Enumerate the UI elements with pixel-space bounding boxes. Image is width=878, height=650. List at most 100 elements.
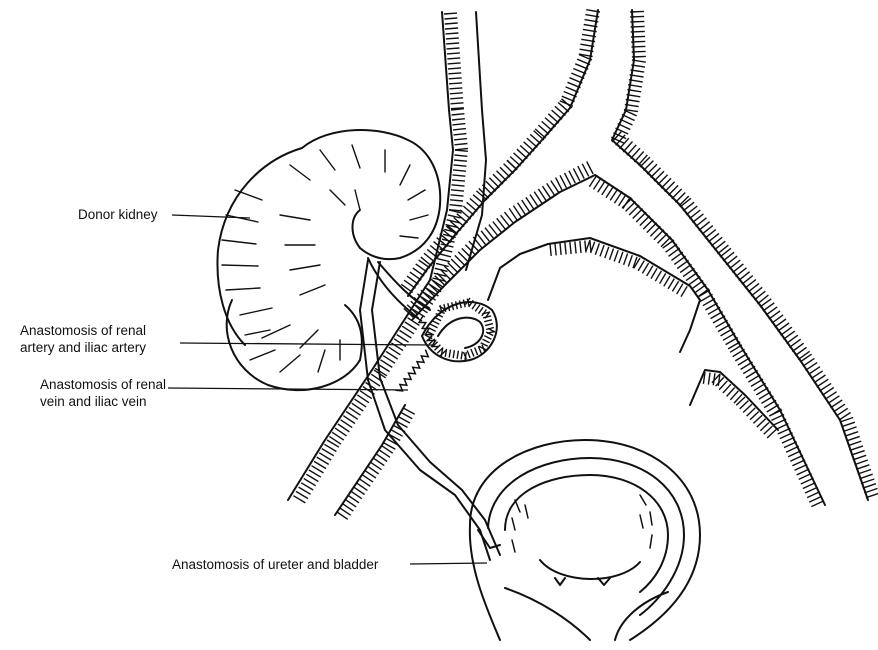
hatch-aorta-left: [448, 209, 462, 214]
hatch-artery-loop: [466, 350, 471, 359]
hatch-left-iliac: [356, 394, 370, 404]
hatch-right-trunk-right: [827, 395, 840, 405]
hatch-left-iliac: [342, 415, 356, 425]
hatch-right-trunk-right: [852, 454, 867, 461]
hatch-artery-loop: [460, 351, 463, 360]
hatch-artery-loop: [431, 320, 440, 325]
hatch-aorta-left: [449, 92, 463, 95]
kidney-outer-left: [216, 147, 303, 346]
ureter-outer: [359, 259, 491, 561]
hatch-aorta-left: [450, 107, 464, 110]
hatch-bifurcation-left: [410, 300, 422, 312]
hatch-aorta-left: [452, 122, 466, 126]
hatch-internal-iliac: [604, 246, 610, 259]
hatch-left-iliac-lower: [356, 482, 368, 491]
hatch-artery-loop: [424, 334, 433, 340]
hatch-bifurcation-left: [541, 185, 551, 199]
internal-iliac-branch-outer: [547, 237, 701, 353]
hatch-bifurcation-right: [800, 477, 814, 485]
hatch-right-trunk-right: [777, 322, 790, 332]
hatch-artery-loop: [483, 334, 492, 340]
hatch-right-trunk-right: [701, 225, 714, 235]
renal-artery-upper-wall: [367, 257, 419, 319]
hatch-left-iliac-lower: [376, 453, 388, 463]
hatch-right-trunk-right: [855, 464, 870, 470]
hatch-left-iliac: [385, 350, 399, 360]
hatch-bifurcation-left: [443, 265, 455, 277]
hatch-bifurcation-right: [601, 182, 611, 196]
hatch-artery-loop: [485, 331, 494, 337]
hatch-artery-loop: [477, 306, 484, 315]
hatch-aorta-left: [447, 67, 462, 70]
bladder-outer-left: [468, 524, 501, 641]
hatch-left-iliac-lower: [381, 445, 394, 454]
hatch-internal-iliac: [667, 278, 675, 290]
hatch-right-trunk-right: [851, 449, 865, 456]
hatch-right-trunk-right: [802, 357, 815, 367]
hatch-left-iliac-lower: [364, 470, 377, 479]
leader-renal-vein: [167, 387, 409, 391]
hatch-aorta-left: [450, 108, 464, 111]
hatch-right-trunk-right: [704, 228, 717, 239]
hatch-right-trunk-right: [862, 483, 877, 489]
hatch-artery-loop: [458, 300, 462, 309]
kidney-line: [279, 214, 311, 221]
kidney-line: [239, 307, 273, 316]
hatch-left-iliac: [326, 439, 340, 448]
hatch-internal-iliac: [654, 270, 663, 282]
hatch-left-iliac: [331, 431, 345, 441]
hatch-artery-loop: [483, 315, 492, 319]
kidney-line: [289, 164, 311, 181]
hatch-bifurcation-left: [586, 161, 594, 175]
kidney-line: [399, 235, 419, 239]
hatch-right-trunk-right: [847, 440, 862, 447]
hatch-left-iliac: [316, 456, 330, 465]
hatch-right-trunk-right: [722, 251, 735, 262]
hatch-bifurcation-right: [592, 177, 602, 190]
bladder-neck-right: [614, 591, 669, 641]
label-renal-artery-line2: artery and iliac artery: [20, 340, 147, 355]
aorta-left-outer-wall: [429, 11, 454, 281]
hatch-left-iliac: [300, 482, 314, 491]
hatch-right-trunk-right: [838, 411, 851, 421]
hatch-bifurcation-left: [454, 254, 466, 266]
hatch-left-iliac-lower: [370, 461, 382, 471]
hatch-aorta-left: [446, 219, 460, 224]
hatch-bifurcation-right: [796, 468, 810, 476]
hatch-aorta-left: [439, 248, 453, 253]
hatch-right-trunk-right: [821, 386, 835, 396]
hatch-aorta-left: [445, 37, 459, 40]
kidney-line: [244, 329, 271, 336]
hatch-bifurcation-left: [568, 170, 576, 184]
hatch-internal-iliac: [559, 242, 562, 255]
hatch-artery-loop: [430, 323, 438, 329]
donor-kidney-shape: [216, 129, 442, 392]
hatch-right-trunk-right: [717, 244, 729, 255]
hatch-bifurcation-right: [597, 180, 606, 193]
hatch-internal-iliac-lower: [742, 403, 753, 414]
ureteric-orifice-left: [554, 577, 566, 586]
hatch-artery-loop: [452, 350, 456, 359]
hatch-internal-iliac-lower: [722, 383, 732, 394]
hatch-internal-iliac-lower: [712, 373, 716, 386]
hatch-right-trunk-right: [832, 403, 846, 413]
hatch-right-trunk-right: [854, 459, 869, 466]
hatch-artery-loop: [464, 351, 467, 361]
bladder-trigone: [539, 559, 641, 580]
kidney-line: [221, 239, 257, 245]
kidney-line: [261, 324, 291, 339]
kidney-line: [409, 214, 429, 221]
hatch-left-iliac: [418, 300, 431, 310]
hatch-internal-iliac: [680, 285, 688, 297]
hatch-left-iliac-lower: [400, 411, 413, 420]
hatch-left-iliac: [401, 325, 415, 335]
hatch-internal-iliac-lower: [746, 407, 756, 417]
hatch-left-iliac: [380, 359, 393, 368]
hatch-right-trunk-right: [791, 342, 805, 353]
hatch-bifurcation-left: [496, 217, 506, 230]
hatch-right-trunk-right: [788, 338, 802, 348]
hatch-left-iliac: [388, 346, 401, 356]
renal-artery-lower-wall: [377, 261, 431, 311]
hatch-right-trunk-right: [713, 240, 726, 251]
